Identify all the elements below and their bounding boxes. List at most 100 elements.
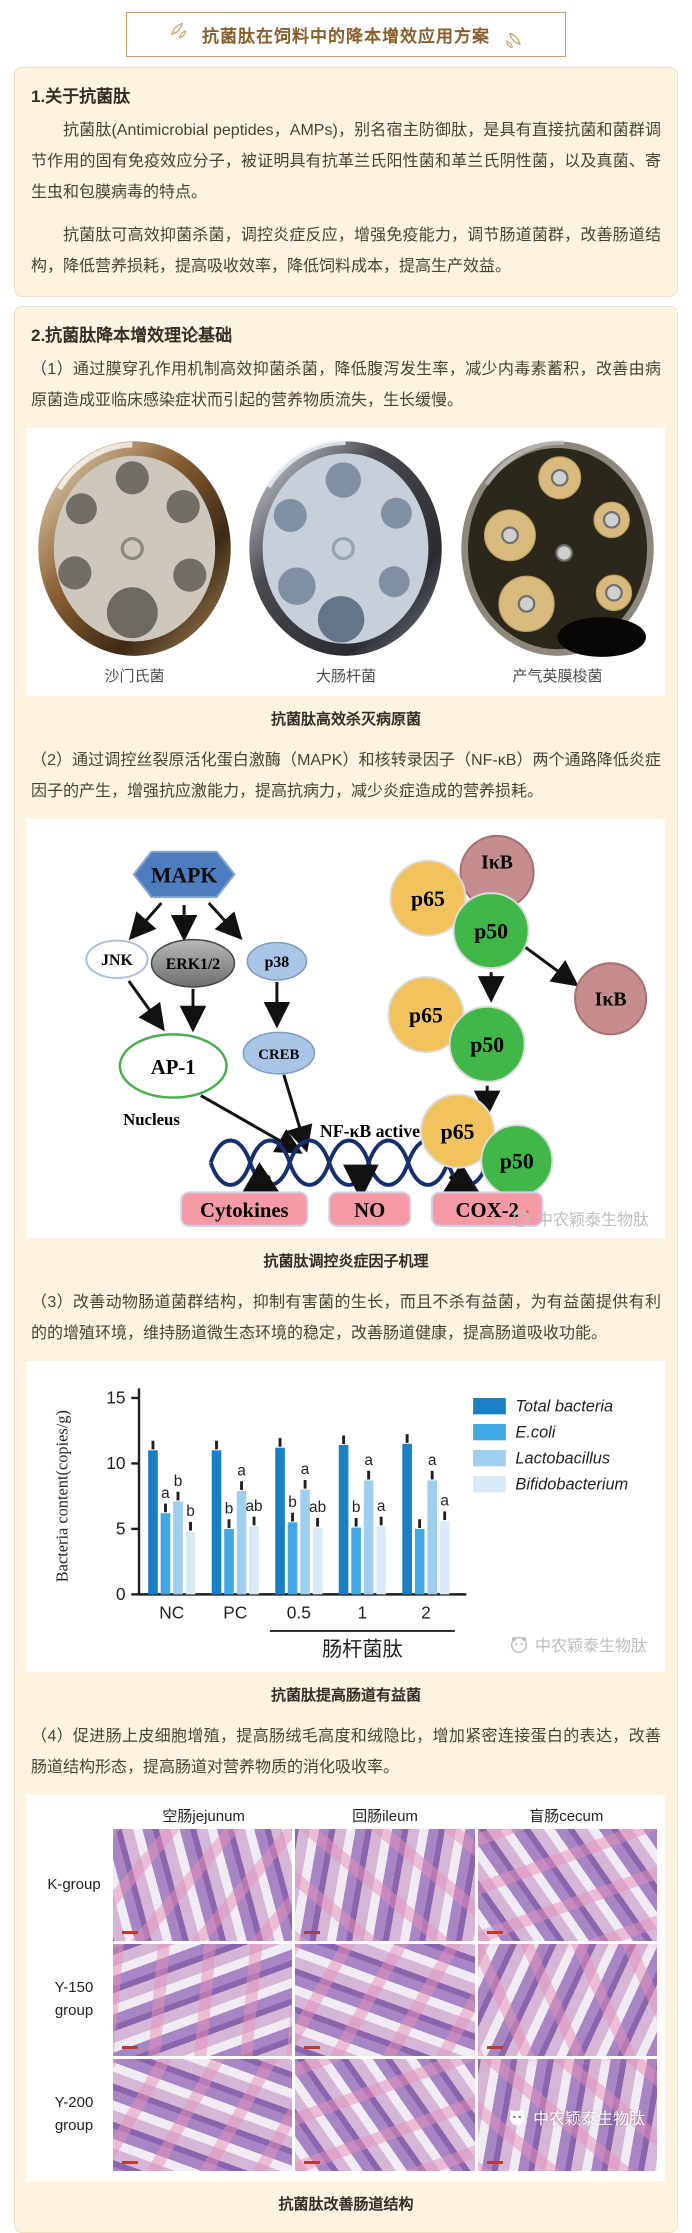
svg-text:a: a [364,1452,373,1469]
spacer [35,1805,113,1826]
svg-text:b: b [288,1494,297,1511]
node-p50: p50 [474,920,508,944]
petri-fig-clostridium: 产气英膜梭菌 [458,438,657,686]
node-p65: p65 [411,887,445,911]
figure2-caption: 抗菌肽调控炎症因子机理 [263,1253,429,1270]
petri-dish-ecoli-image [249,439,443,656]
petri-label-salmonella: 沙门氏菌 [104,668,165,686]
section2-item2: （2）通过调控丝裂原活化蛋白激酶（MAPK）和核转录因子（NF-κB）两个通路降… [31,752,661,801]
histology-image [295,1943,475,2056]
svg-text:b: b [225,1500,234,1517]
histology-image [295,2058,475,2171]
svg-text:2: 2 [421,1602,431,1622]
node-mapk: MAPK [151,863,217,887]
figure-pathway: MAPK JNK ERK1/2 p38 AP-1 CREB Nucleus [27,819,665,1238]
svg-text:Total bacteria: Total bacteria [515,1397,613,1415]
node-p65: p65 [409,1004,443,1028]
pathway-diagram: MAPK JNK ERK1/2 p38 AP-1 CREB Nucleus [85,835,648,1228]
svg-text:a: a [428,1452,437,1469]
label-nfkb-active: NF-κB active [320,1121,420,1141]
petri-fig-ecoli: 大肠杆菌 [246,438,445,686]
section2-item3: （3）改善动物肠道菌群结构，抑制有害菌的生长，而且不杀有益菌，为有益菌提供有利的… [31,1294,661,1342]
leaf-icon [505,32,521,48]
figure1-caption: 抗菌肽高效杀灭病原菌 [270,711,421,729]
histology-row-k-group: K-group [35,1828,657,1941]
node-no: NO [354,1200,385,1222]
svg-text:a: a [301,1461,310,1478]
node-p65: p65 [441,1120,475,1144]
svg-text:a: a [237,1463,246,1480]
histology-column-cecum: 盲肠cecum [529,1807,604,1825]
svg-text:0: 0 [116,1584,126,1604]
leaf-icon [171,22,187,38]
node-cox2: COX-2 [456,1200,519,1222]
svg-text:ab: ab [245,1498,262,1515]
svg-text:PC: PC [223,1602,247,1622]
figure-petri-dishes: 沙门氏菌 [27,428,665,697]
figure4-caption: 抗菌肽改善肠道结构 [278,2195,414,2213]
histology-image [113,1943,293,2056]
histology-header-row: 空肠jejunum 回肠ileum 盲肠cecum [35,1805,657,1826]
article-title-box: 抗菌肽在饲料中的降本增效应用方案 [126,12,566,57]
figure-histology: 空肠jejunum 回肠ileum 盲肠cecum K-group Y-150 … [27,1794,665,2181]
node-ikb: IκB [481,852,513,874]
section-theory-basis: 2.抗菌肽降本增效理论基础 （1）通过膜穿孔作用机制高效抑菌杀菌，降低腹泻发生率… [14,306,678,2233]
petri-dish-clostridium-image [461,440,654,657]
histology-column-jejunum: 空肠jejunum [162,1807,245,1825]
svg-text:b: b [186,1503,195,1520]
section1-heading: 1.关于抗菌肽 [31,87,131,106]
histology-image [113,2058,293,2171]
histology-column-ileum: 回肠ileum [352,1807,418,1825]
svg-text:Bifidobacterium: Bifidobacterium [515,1475,628,1493]
svg-text:a: a [377,1498,386,1515]
svg-text:1: 1 [358,1602,368,1622]
svg-text:b: b [174,1473,183,1490]
svg-text:a: a [440,1493,449,1510]
node-ikb-free: IκB [595,989,627,1011]
node-p50: p50 [500,1150,534,1174]
node-ap1: AP-1 [151,1057,196,1079]
svg-text:NC: NC [159,1602,184,1622]
svg-text:Lactobacillus: Lactobacillus [515,1449,610,1467]
histology-row-y150-group: Y-150 group [35,1943,657,2056]
section2-heading: 2.抗菌肽降本增效理论基础 [31,326,233,345]
svg-text:ab: ab [309,1499,326,1516]
histology-row-y200-group: Y-200 group [35,2058,657,2171]
svg-text:肠杆菌肽: 肠杆菌肽 [322,1638,403,1661]
svg-text:0.5: 0.5 [287,1602,311,1622]
section-about-amps: 1.关于抗菌肽 抗菌肽(Antimicrobial peptides，AMPs)… [14,67,678,297]
histology-image [113,1828,293,1941]
histology-row-label: Y-150 group [54,1979,94,2019]
label-nucleus: Nucleus [123,1110,180,1129]
petri-label-clostridium: 产气英膜梭菌 [512,668,603,686]
histology-image [477,1828,657,1941]
histology-row-label: Y-200 group [54,2094,94,2134]
petri-fig-salmonella: 沙门氏菌 [35,438,234,686]
node-cytokines: Cytokines [200,1200,289,1222]
page-title: 抗菌肽在饲料中的降本增效应用方案 [202,27,490,46]
svg-text:E.coli: E.coli [515,1423,555,1441]
node-erk: ERK1/2 [166,956,220,973]
histology-image [295,1828,475,1941]
node-p38: p38 [265,954,290,971]
svg-text:a: a [161,1485,170,1502]
histology-image [477,2058,657,2171]
histology-row-label: K-group [47,1875,101,1893]
section1-paragraph-2: 抗菌肽可高效抑菌杀菌，调控炎症反应，增强免疫能力，调节肠道菌群，改善肠道结构，降… [31,227,661,275]
petri-label-ecoli: 大肠杆菌 [315,668,376,686]
section2-item4: （4）促进肠上皮细胞增殖，提高肠绒毛高度和绒隐比，增加紧密连接蛋白的表达，改善肠… [31,1727,661,1776]
histology-image [477,1943,657,2056]
petri-dish-salmonella-image [38,441,231,656]
svg-text:10: 10 [106,1453,125,1473]
figure3-caption: 抗菌肽提高肠道有益菌 [270,1686,421,1704]
svg-text:5: 5 [116,1519,126,1539]
section1-paragraph-1: 抗菌肽(Antimicrobial peptides，AMPs)，别名宿主防御肽… [31,122,661,201]
svg-text:15: 15 [106,1388,125,1408]
section2-item1: （1）通过膜穿孔作用机制高效抑菌杀菌，降低腹泻发生率，减少内毒素蓄积，改善由病原… [31,361,661,409]
svg-text:b: b [352,1499,361,1516]
node-jnk: JNK [101,952,133,969]
svg-text:Bacteria content(copies/g): Bacteria content(copies/g) [53,1410,72,1582]
node-p50: p50 [470,1033,504,1057]
